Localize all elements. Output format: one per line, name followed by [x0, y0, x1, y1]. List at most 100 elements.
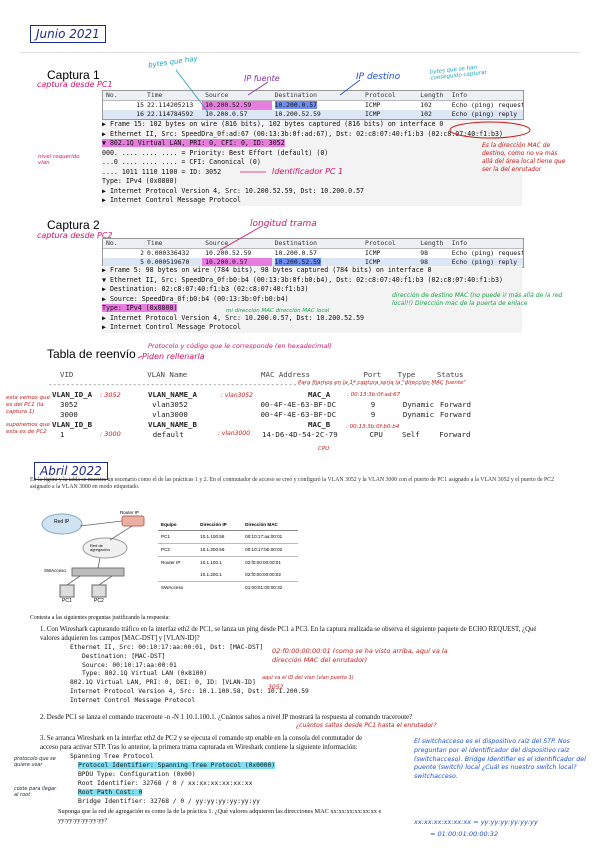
network-diagram: Red IP Router IP Red de agregación SWAcc…	[40, 510, 160, 605]
cell: 15	[136, 101, 144, 109]
code-line: Internet Control Message Protocol	[70, 696, 196, 704]
col-time: Time	[147, 91, 163, 99]
network-diagram-svg	[41, 513, 145, 598]
detail-line[interactable]: ▶ Internet Control Message Protocol	[102, 196, 241, 204]
td: 10.1.200.1	[200, 572, 222, 577]
fwd-row: 1 default 14-D6-4D-54-2C-79 CPU Self For…	[48, 430, 488, 440]
capture1-details: ▶ Frame 15: 102 bytes on wire (816 bits)…	[102, 120, 522, 206]
detail-line[interactable]: ▶ Frame 15: 102 bytes on wire (816 bits)…	[102, 120, 444, 128]
col-length: Length	[420, 91, 444, 99]
cell: MAC_A	[308, 390, 331, 399]
packet-list-header: No. Time Source Destination Protocol Len…	[103, 239, 523, 249]
detail-line[interactable]: ▶ Internet Protocol Version 4, Src: 10.2…	[102, 313, 365, 322]
col-protocol: Protocol	[365, 91, 396, 99]
code-line: Source: 00:10:17:aa:00:01	[82, 661, 177, 669]
cell: default	[152, 430, 184, 439]
code-line: Ethernet II, Src: 00:10:17:aa:00:01, Dst…	[70, 644, 264, 651]
packet-row[interactable]: 5 0.000519670 10.200.0.57 10.200.52.59 I…	[103, 258, 523, 267]
detail-line[interactable]: ▶ Internet Protocol Version 4, Src: 10.2…	[102, 186, 365, 195]
ann-proto: Protocolo y código que le corresponde (e…	[148, 342, 332, 350]
diagram-red-ip: Red IP	[54, 519, 70, 525]
detail-line[interactable]: ▶ Internet Control Message Protocol	[102, 323, 241, 331]
fwd-col: MAC Address	[261, 370, 310, 379]
detail-line: Type: IPv4 (0x0800)	[102, 177, 178, 185]
td: PC1	[161, 534, 170, 539]
diagram-router: Router IP	[120, 510, 140, 515]
ann-cpu: CPU	[318, 446, 330, 452]
cell: vlan3000	[152, 410, 188, 419]
cell-source: 10.200.52.59	[202, 101, 272, 110]
packet-row[interactable]: 16 22.114784592 10.200.0.57 10.200.52.59…	[103, 110, 523, 119]
cell: 2	[140, 249, 144, 257]
col-no: No.	[106, 239, 118, 247]
cell: Forward	[439, 410, 471, 419]
cell: 3000	[60, 410, 78, 419]
ann-stp-eq2: = 01:00:01:00:00:32	[430, 830, 499, 838]
cell: VLAN_NAME_A	[148, 390, 197, 399]
section-divider	[20, 52, 580, 53]
diagram-swacceso: SWAcceso	[44, 568, 66, 573]
q2-ann: ¿cuántos saltos desde PC1 hasta el enrut…	[296, 722, 437, 729]
question-3: 3. Se arranca Wireshark en la interfaz e…	[40, 735, 363, 751]
cell: 98	[420, 249, 428, 257]
th: Dirección MAC	[245, 522, 278, 527]
cell: VLAN_ID_A	[52, 390, 93, 399]
ann-mac-a: : 00:13:3b:0f:ad:67	[347, 392, 401, 398]
address-table: Equipo Dirección IP Dirección MAC PC1 10…	[158, 520, 298, 594]
col-info: Info	[451, 91, 468, 99]
code-line: Destination: [MAC-DST]	[82, 652, 166, 660]
cell-destination: 10.200.52.59	[274, 258, 321, 266]
detail-line: .... 1011 1110 1100 = ID: 3052	[102, 167, 222, 176]
detail-line[interactable]: ▼ Ethernet II, Src: SpeedDra_0f:b0:b4 (0…	[102, 275, 503, 284]
diagram-pc1: PC1	[62, 598, 72, 604]
detail-vlan: ▼ 802.1Q Virtual LAN, PRI: 0, CFI: 0, ID…	[102, 139, 285, 147]
fwd-col: Type	[397, 370, 416, 379]
detail-line[interactable]: ▶ Ethernet II, Src: SpeedDra_0f:ad:67 (0…	[102, 129, 503, 138]
cell: Echo (ping) request	[451, 249, 523, 257]
ann-nivel-vlan: nivel requerido vlan	[38, 154, 80, 166]
cell: CPU	[369, 430, 383, 439]
question-3-end: Suponga que la red de agregación es como…	[58, 808, 382, 824]
detail-line[interactable]: ▼ 802.1Q Virtual LAN, PRI: 0, CFI: 0, ID…	[102, 139, 522, 149]
td: 10.1.200.59	[200, 547, 225, 552]
col-protocol: Protocol	[365, 239, 396, 247]
cell: 5	[140, 258, 144, 266]
cell: Self	[401, 430, 420, 439]
ann-vid-b: : 3000	[100, 430, 121, 438]
ann-stp-eq1: xx:xx:xx:xx:xx:xx = yy:yy:yy:yy:yy:yy	[414, 818, 538, 826]
col-destination: Destination	[274, 91, 317, 99]
question-2: 2. Desde PC1 se lanza el comando tracero…	[40, 714, 413, 721]
detail-line[interactable]: ▶ Destination: 02:c8:07:40:f1:b3 (02:c8:…	[102, 285, 309, 293]
code-line: Spanning Tree Protocol	[70, 753, 154, 760]
capture1-title: Captura 1	[47, 68, 100, 82]
detail-line: 000. .... .... .... = Priority: Best Eff…	[102, 148, 329, 157]
ann-left-pc1: esta vemos que es del PC1 (la captura 1)	[6, 395, 50, 415]
ann-name-b: : vlan3000	[218, 430, 250, 437]
cell: ICMP	[365, 249, 381, 257]
ann-vlan-id: Identificador PC 1	[272, 167, 344, 176]
col-time: Time	[147, 239, 163, 247]
question-1: 1. Con Wireshark capturando tráfico en l…	[40, 626, 537, 642]
cell: 22.114784592	[147, 110, 194, 118]
q1-ann-mac: 02:f0:00:00:00:01 (como se ha visto arri…	[272, 647, 448, 664]
packet-row[interactable]: 2 0.000336432 10.200.52.59 10.200.0.57 I…	[103, 249, 523, 258]
detail-line[interactable]: ▶ Source: SpeedDra_0f:b0:b4 (00:13:3b:0f…	[102, 294, 289, 303]
col-destination: Destination	[274, 239, 317, 247]
td: PC2	[161, 547, 170, 552]
fwd-row: VLAN_ID_B VLAN_NAME_B MAC_B	[48, 420, 488, 430]
cell: 0.000336432	[147, 249, 190, 257]
td: 02:f0:00:00:00:01	[245, 560, 281, 565]
code-line: Type: 802.1Q Virtual LAN (0x8100)	[82, 670, 208, 678]
cell: 14-D6-4D-54-2C-79	[262, 430, 338, 439]
detail-line: Type: IPv4 (0x0800)	[102, 304, 522, 314]
th: Dirección IP	[200, 522, 227, 527]
packet-row[interactable]: 15 22.114205213 10.200.52.59 10.200.0.57…	[103, 101, 523, 110]
q1-code: Ethernet II, Src: 00:10:17:aa:00:01, Dst…	[70, 644, 330, 706]
exam-intro: En la figura y la tabla se muestra un es…	[30, 477, 554, 490]
ann-fuente: Para fijarnos en la 1ª captura sería la …	[298, 380, 466, 386]
cell: 98	[420, 258, 428, 266]
detail-line[interactable]: ▶ Frame 5: 98 bytes on wire (784 bits), …	[102, 266, 432, 274]
cell: vlan3052	[152, 400, 188, 409]
cell: 10.200.0.57	[274, 249, 317, 257]
